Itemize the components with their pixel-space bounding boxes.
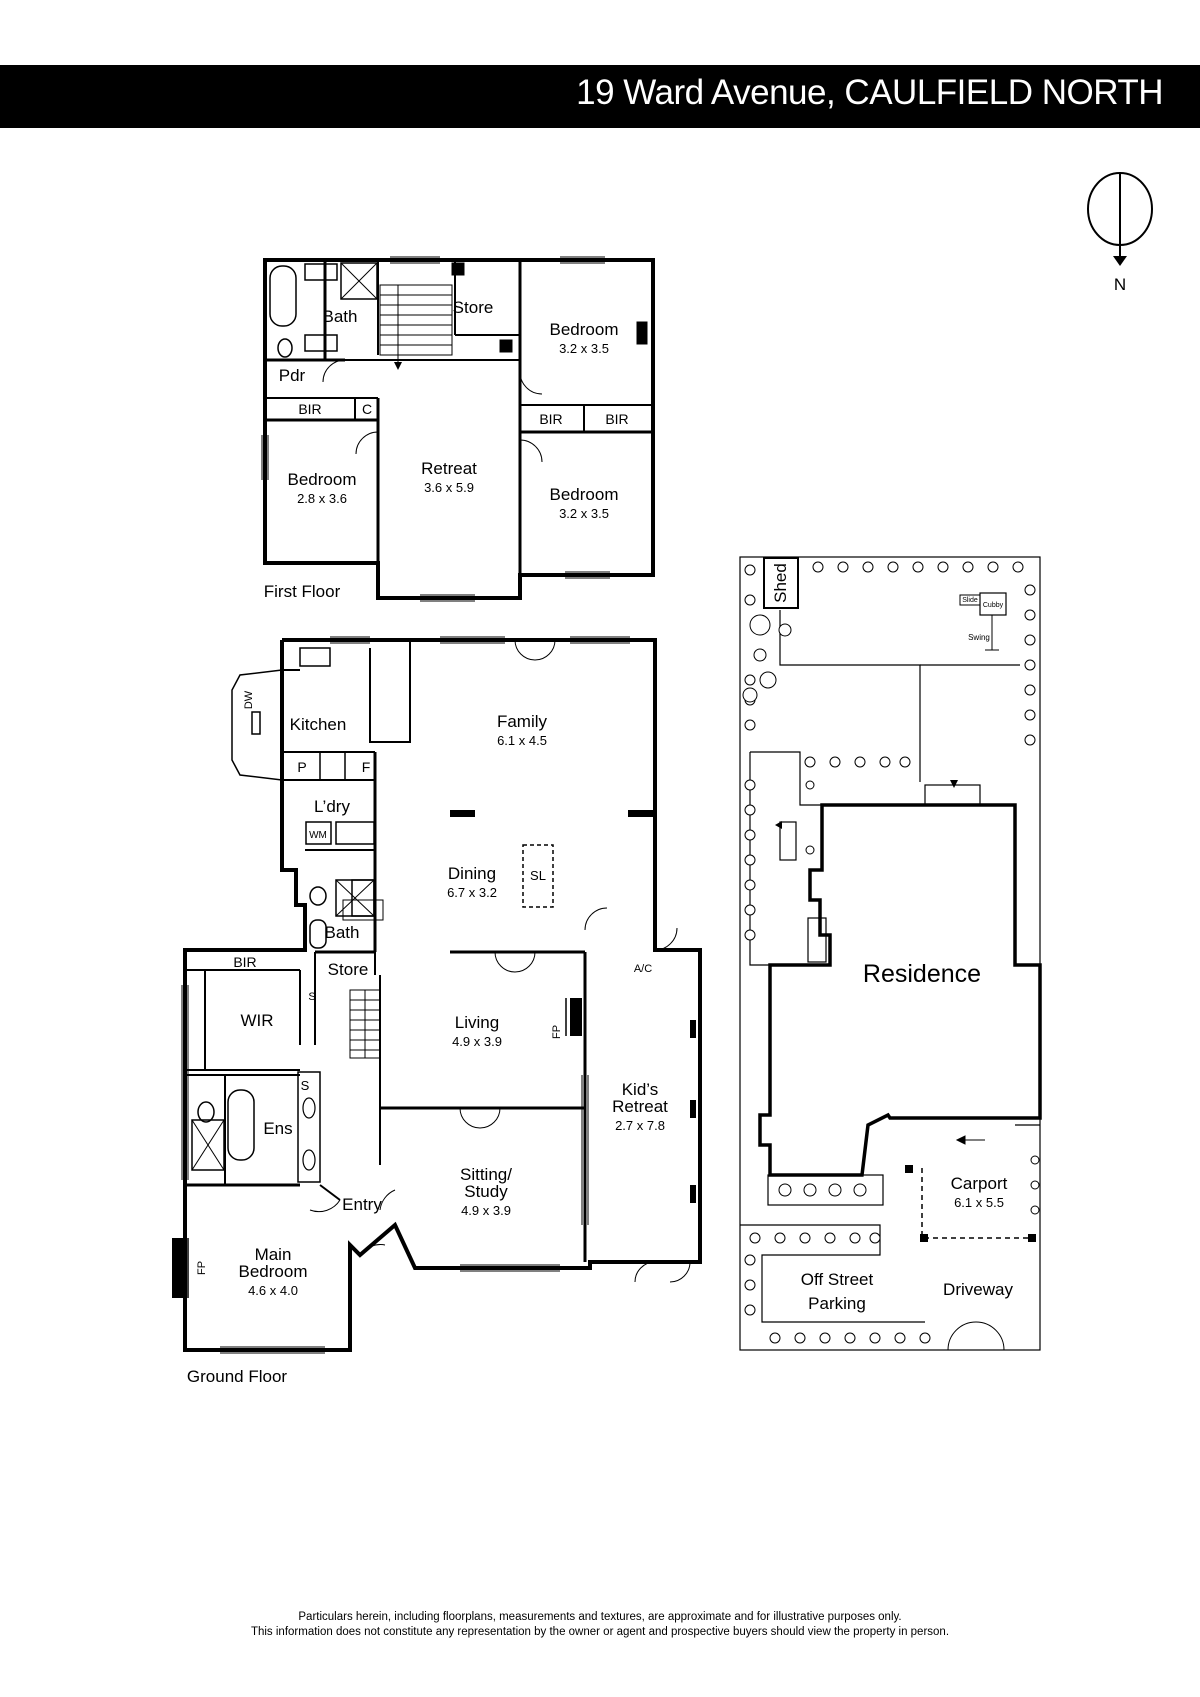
gf-fp-living-label: FP <box>551 1025 563 1039</box>
site-plan-labels: Shed Slide Cubby Swing Residence Carport… <box>771 563 1013 1313</box>
gf-ens-label: Ens <box>263 1119 292 1138</box>
gf-living-label: Living <box>455 1013 499 1032</box>
gf-sl-label: SL <box>530 868 546 883</box>
ff-store-label: Store <box>453 298 494 317</box>
swing-label: Swing <box>968 633 990 642</box>
gf-s2-label: S <box>301 1078 310 1093</box>
gf-ac-label: A/C <box>634 963 652 975</box>
gf-fp-main-label: FP <box>196 1261 208 1275</box>
ff-bedroom-w-size: 2.8 x 3.6 <box>297 491 347 506</box>
ff-bedroom-w-label: Bedroom <box>288 470 357 489</box>
gf-store-label: Store <box>328 960 369 979</box>
ground-floor-labels: DW Kitchen Family 6.1 x 4.5 P F L’dry WM… <box>187 690 668 1386</box>
ground-floor-plan <box>172 636 702 1354</box>
property-address: 19 Ward Avenue, CAULFIELD NORTH <box>576 73 1163 112</box>
gf-kids-retreat-label2: Retreat <box>612 1097 668 1116</box>
header-bar: 19 Ward Avenue, CAULFIELD NORTH <box>0 65 1200 128</box>
ff-bedroom-ne-size: 3.2 x 3.5 <box>559 341 609 356</box>
shed-label: Shed <box>771 563 790 603</box>
ff-c-label: C <box>362 401 372 417</box>
first-floor-label: First Floor <box>264 582 341 601</box>
ff-bath-label: Bath <box>323 307 358 326</box>
off-street-label1: Off Street <box>801 1270 874 1289</box>
cubby-label: Cubby <box>983 602 1004 609</box>
gf-wir-label: WIR <box>240 1011 273 1030</box>
gf-family-size: 6.1 x 4.5 <box>497 733 547 748</box>
gf-dining-label: Dining <box>448 864 496 883</box>
gf-main-bedroom-size: 4.6 x 4.0 <box>248 1283 298 1298</box>
disclaimer-line1: Particulars herein, including floorplans… <box>298 1611 902 1623</box>
ff-bedroom-ne-label: Bedroom <box>550 320 619 339</box>
site-plan <box>739 556 1042 1351</box>
gf-p-label: P <box>297 759 306 775</box>
gf-main-bedroom-label2: Bedroom <box>239 1262 308 1281</box>
carport-label: Carport <box>951 1174 1008 1193</box>
gf-s1-label: S <box>308 991 315 1003</box>
gf-wm-label: WM <box>309 830 327 841</box>
gf-kids-retreat-label1: Kid’s <box>622 1080 659 1099</box>
gf-living-size: 4.9 x 3.9 <box>452 1034 502 1049</box>
residence-label: Residence <box>863 960 981 988</box>
gf-sitting-label2: Study <box>464 1182 508 1201</box>
gf-sitting-label1: Sitting/ <box>460 1165 512 1184</box>
ff-bedroom-se-size: 3.2 x 3.5 <box>559 506 609 521</box>
carport-size: 6.1 x 5.5 <box>954 1195 1004 1210</box>
ff-pdr-label: Pdr <box>279 366 306 385</box>
first-floor-labels: Bath Store Pdr BIR C Bedroom 3.2 x 3.5 B… <box>264 298 629 601</box>
slide-label: Slide <box>962 597 978 604</box>
compass-label: N <box>1114 275 1126 294</box>
ff-retreat-label: Retreat <box>421 459 477 478</box>
gf-kids-retreat-size: 2.7 x 7.8 <box>615 1118 665 1133</box>
ff-bir-left-label: BIR <box>298 401 321 417</box>
ff-retreat-size: 3.6 x 5.9 <box>424 480 474 495</box>
gf-family-label: Family <box>497 712 548 731</box>
gf-bath-label: Bath <box>325 923 360 942</box>
ff-bir-r2-label: BIR <box>605 411 628 427</box>
gf-sitting-size: 4.9 x 3.9 <box>461 1203 511 1218</box>
gf-main-bedroom-label1: Main <box>255 1245 292 1264</box>
off-street-label2: Parking <box>808 1294 866 1313</box>
disclaimer-line2: This information does not constitute any… <box>250 1626 950 1638</box>
gf-kitchen-label: Kitchen <box>290 715 347 734</box>
gf-dining-size: 6.7 x 3.2 <box>447 885 497 900</box>
gf-ldry-label: L’dry <box>314 797 350 816</box>
gf-dw-label: DW <box>243 690 255 709</box>
ff-bedroom-se-label: Bedroom <box>550 485 619 504</box>
gf-entry-label: Entry <box>342 1195 382 1214</box>
ff-bir-r1-label: BIR <box>539 411 562 427</box>
ground-floor-label: Ground Floor <box>187 1367 287 1386</box>
gf-bir-label: BIR <box>233 954 256 970</box>
driveway-label: Driveway <box>943 1280 1013 1299</box>
disclaimer: Particulars herein, including floorplans… <box>0 1610 1200 1640</box>
north-arrow-icon <box>1087 172 1153 266</box>
first-floor-plan <box>261 256 655 602</box>
gf-f-label: F <box>362 759 371 775</box>
